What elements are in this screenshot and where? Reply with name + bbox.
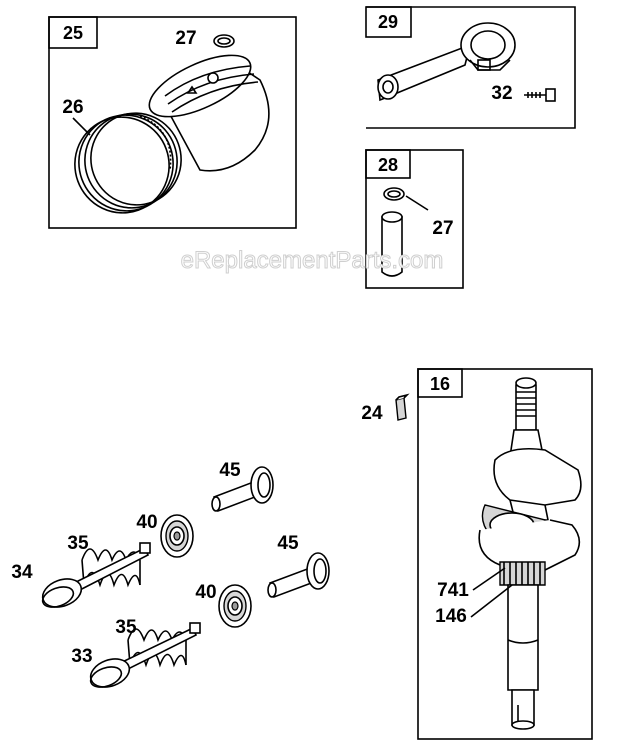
callout-45-bottom: 45 [277,533,299,554]
callout-35-bottom: 35 [115,617,137,638]
piston-pin-clip[interactable] [383,187,405,201]
callout-146: 146 [435,606,467,627]
callout-27-pin: 27 [432,218,453,239]
group-29-label: 29 [378,12,398,32]
piston-pin-clip-top[interactable] [213,34,235,48]
valve-34[interactable] [39,542,151,612]
callout-27-top: 27 [175,28,196,49]
retainer-40-top[interactable] [160,514,194,558]
group-25-box: 25 [48,16,297,229]
rod-bolt[interactable] [524,88,556,102]
piston-pin[interactable] [381,211,403,277]
callout-26: 26 [62,97,83,118]
group-25-label: 25 [63,23,83,43]
tappet-45-top[interactable] [211,466,274,513]
callout-33: 33 [71,646,92,667]
retainer-40-bottom[interactable] [218,584,252,628]
group-16-box: 16 [417,368,593,740]
callout-40-bottom: 40 [195,582,216,603]
callout-741: 741 [437,580,469,601]
piston-rings[interactable] [61,100,194,226]
connecting-rod[interactable] [377,22,516,102]
group-29-box: 29 [365,6,576,129]
group-28-box: 28 [365,149,464,289]
key-24[interactable] [395,393,410,421]
watermark: eReplacementParts.com [181,247,444,274]
callout-24: 24 [361,403,383,424]
crankshaft[interactable] [478,377,582,730]
callout-35-top: 35 [67,533,89,554]
group-16-label: 16 [430,374,450,394]
valve-33[interactable] [87,622,201,692]
piston[interactable] [141,43,270,172]
tappet-45-bottom[interactable] [267,552,330,599]
group-28-label: 28 [378,155,398,175]
callout-45-top: 45 [219,460,241,481]
callout-34: 34 [11,562,33,583]
callout-32: 32 [491,83,512,104]
callout-40-top: 40 [136,512,157,533]
